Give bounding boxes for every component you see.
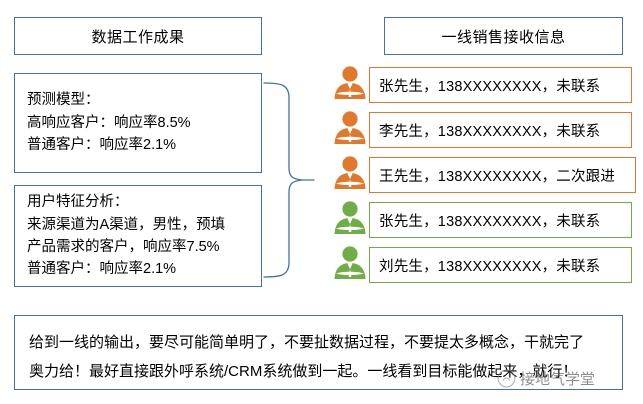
contact-row-box[interactable]: 张先生，138XXXXXXXX，未联系 [369, 202, 632, 238]
left-column-header: 数据工作成果 [14, 17, 262, 55]
summary-note-box: 给到一线的输出，要尽可能简单明了，不要扯数据过程，不要提太多概念，干就完了 奥力… [14, 315, 623, 390]
prediction-model-line: 预测模型： [27, 92, 100, 109]
contact-row[interactable]: 李先生，138XXXXXXXX，未联系 [331, 109, 632, 151]
contact-row-text: 张先生，138XXXXXXXX，未联系 [379, 78, 601, 95]
contact-row[interactable]: 张先生，138XXXXXXXX，未联系 [331, 64, 632, 106]
contact-row[interactable]: 张先生，138XXXXXXXX，未联系 [331, 199, 632, 241]
contact-row-text: 王先生，138XXXXXXXX，二次跟进 [379, 168, 616, 185]
prediction-model-line: 高响应客户：响应率8.5% [27, 114, 191, 131]
person-icon [331, 199, 369, 241]
contact-row[interactable]: 王先生，138XXXXXXXX，二次跟进 [331, 154, 636, 196]
brace-connector-icon [262, 80, 328, 280]
summary-note-line: 给到一线的输出，要尽可能简单明了，不要扯数据过程，不要提太多概念，干就完了 [29, 334, 585, 351]
summary-note-line: 奥力给！最好直接跟外呼系统/CRM系统做到一起。一线看到目标能做起来，就行！ [29, 363, 578, 381]
contact-row-text: 李先生，138XXXXXXXX，未联系 [379, 123, 601, 140]
contact-row-box[interactable]: 王先生，138XXXXXXXX，二次跟进 [369, 157, 636, 193]
user-feature-analysis-box: 用户特征分析： 来源渠道为A渠道，男性，预填 产品需求的客户，响应率7.5% 普… [14, 185, 262, 287]
contact-row-box[interactable]: 刘先生，138XXXXXXXX，未联系 [369, 247, 632, 283]
prediction-model-line: 普通客户：响应率2.1% [27, 137, 177, 154]
contact-row-text: 刘先生，138XXXXXXXX，未联系 [379, 258, 601, 275]
user-feature-analysis-line: 用户特征分析： [27, 194, 129, 211]
right-column-header-label: 一线销售接收信息 [441, 28, 566, 46]
user-feature-analysis-line: 普通客户：响应率2.1% [27, 261, 177, 278]
person-icon [331, 244, 369, 286]
prediction-model-box: 预测模型： 高响应客户：响应率8.5% 普通客户：响应率2.1% [14, 73, 262, 173]
person-icon [331, 109, 369, 151]
contact-row-box[interactable]: 李先生，138XXXXXXXX，未联系 [369, 112, 632, 148]
left-column-header-label: 数据工作成果 [91, 28, 185, 46]
contact-row[interactable]: 刘先生，138XXXXXXXX，未联系 [331, 244, 632, 286]
right-column-header: 一线销售接收信息 [384, 17, 623, 55]
user-feature-analysis-line: 来源渠道为A渠道，男性，预填 [27, 216, 226, 233]
contact-row-box[interactable]: 张先生，138XXXXXXXX，未联系 [369, 67, 632, 103]
person-icon [331, 64, 369, 106]
person-icon [331, 154, 369, 196]
user-feature-analysis-line: 产品需求的客户，响应率7.5% [27, 239, 220, 255]
contact-row-text: 张先生，138XXXXXXXX，未联系 [379, 213, 601, 230]
